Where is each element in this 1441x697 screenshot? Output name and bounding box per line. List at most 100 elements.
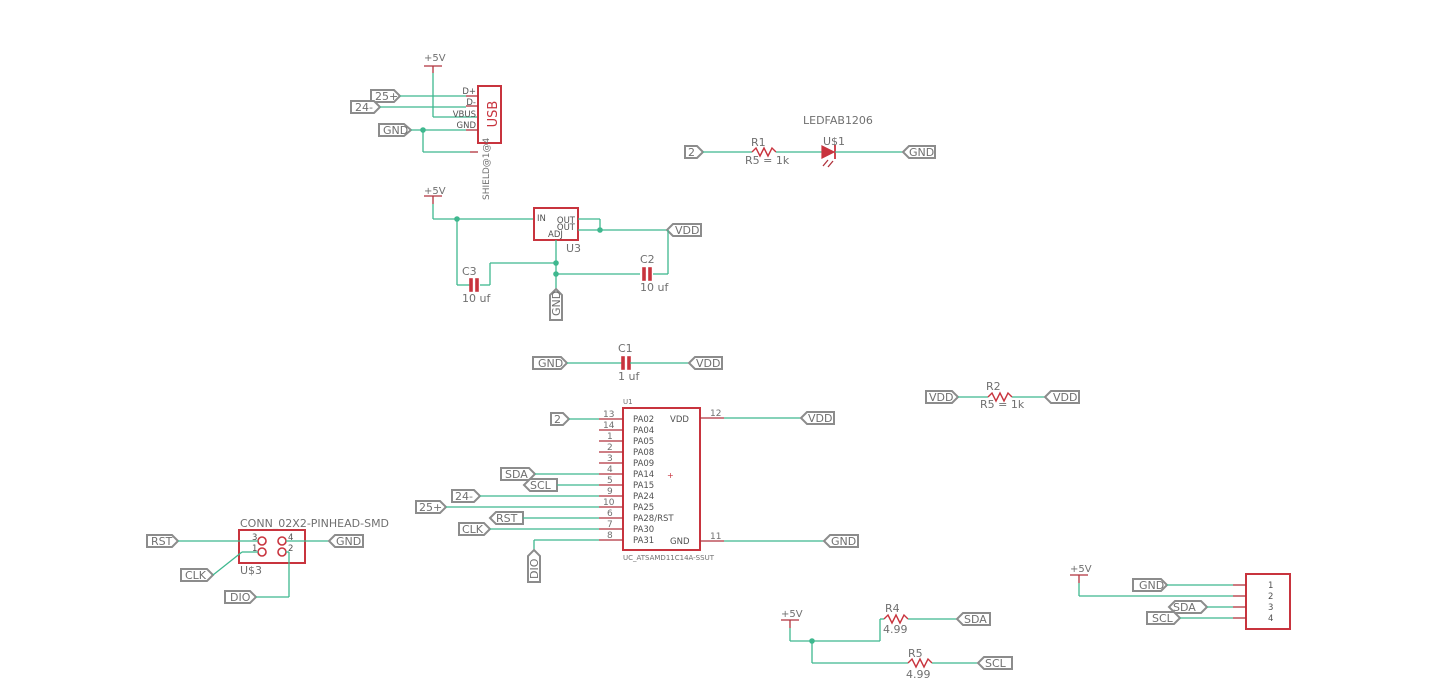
net-label-gnd-header: GND	[1132, 578, 1169, 592]
svg-text:DIO: DIO	[528, 558, 541, 579]
svg-text:VDD: VDD	[1053, 391, 1077, 404]
svg-text:2: 2	[554, 413, 561, 426]
svg-text:R5 = 1k: R5 = 1k	[745, 154, 790, 167]
i2c-header-section: +5V 1 2 3 4 GND SDA SCL	[1070, 564, 1291, 630]
svg-text:+5V: +5V	[1070, 564, 1092, 575]
svg-text:DIO: DIO	[230, 591, 251, 604]
net-label-clk-conn: CLK	[180, 568, 215, 582]
led-symbol	[821, 145, 836, 168]
svg-text:1 uf: 1 uf	[618, 370, 640, 383]
svg-text:OUT: OUT	[557, 223, 576, 233]
net-label-vdd-mcu: VDD	[799, 411, 835, 425]
svg-text:SDA: SDA	[964, 613, 987, 626]
net-label-vdd-r2-left: VDD	[925, 390, 960, 404]
led-section: 2 R1 R5 = 1k LEDFAB1206 U$1 GND	[684, 114, 936, 168]
svg-text:2: 2	[1268, 592, 1273, 602]
svg-text:CLK: CLK	[462, 523, 484, 536]
net-label-vdd-r2-right: VDD	[1043, 390, 1080, 404]
svg-text:PA05: PA05	[633, 437, 654, 447]
svg-text:GND: GND	[1139, 579, 1164, 592]
svg-text:13: 13	[603, 410, 614, 420]
svg-text:U1: U1	[623, 398, 633, 406]
svg-text:2: 2	[288, 544, 293, 554]
usb-section: +5V USB SHIELD@1@4 D+ D- VBUS GND 25+ 24…	[350, 53, 502, 200]
net-label-2-led: 2	[684, 145, 705, 159]
usb-name: USB	[486, 101, 501, 128]
mcu-symbol	[622, 407, 701, 551]
net-label-vdd-regulator: VDD	[665, 223, 702, 237]
svg-text:GND: GND	[909, 146, 934, 159]
net-label-rst-conn: RST	[146, 534, 180, 548]
svg-text:R4: R4	[885, 602, 900, 615]
svg-text:14: 14	[603, 421, 615, 431]
svg-text:PA25: PA25	[633, 503, 654, 513]
svg-text:GND: GND	[538, 357, 563, 370]
svg-text:9: 9	[607, 487, 613, 497]
svg-text:ADJ: ADJ	[548, 230, 563, 240]
svg-text:VDD: VDD	[675, 224, 699, 237]
svg-text:GND: GND	[550, 291, 563, 316]
svg-text:PA31: PA31	[633, 536, 654, 546]
usb-pin-vbus: VBUS	[453, 110, 476, 120]
svg-text:GND: GND	[831, 535, 856, 548]
svg-text:2: 2	[607, 443, 613, 453]
svg-text:VDD: VDD	[929, 391, 953, 404]
svg-text:SDA: SDA	[1173, 601, 1196, 614]
svg-text:RST: RST	[151, 535, 173, 548]
svg-text:1: 1	[1268, 581, 1273, 591]
usb-pin-dminus: D-	[466, 98, 476, 108]
svg-text:PA04: PA04	[633, 426, 654, 436]
power-label: +5V	[424, 53, 446, 64]
svg-text:PA09: PA09	[633, 459, 654, 469]
svg-text:PA14: PA14	[633, 470, 654, 480]
svg-text:11: 11	[710, 532, 721, 542]
mcu-part-name: UC_ATSAMD11C14A-SSUT	[623, 554, 715, 562]
svg-text:PA08: PA08	[633, 448, 654, 458]
net-label-dio-conn: DIO	[224, 590, 258, 604]
svg-text:7: 7	[607, 520, 613, 530]
svg-text:SCL: SCL	[530, 479, 552, 492]
usb-pin-dplus: D+	[462, 87, 476, 97]
header-symbol	[1245, 573, 1291, 630]
net-label-24minus: 24-	[350, 100, 382, 114]
capacitor-c3: C3 10 uf	[462, 265, 491, 305]
usb-pin-gnd: GND	[457, 121, 477, 131]
net-label-clk-mcu: CLK	[458, 522, 492, 536]
power-symbol-regulator: +5V	[424, 186, 446, 204]
pullup-section: +5V R4 4.99 SDA R5 4.99 SCL	[781, 602, 1013, 681]
svg-text:SDA: SDA	[505, 468, 528, 481]
regulator-name: U3	[566, 242, 581, 255]
svg-text:PA30: PA30	[633, 525, 654, 535]
svg-text:VDD: VDD	[808, 412, 832, 425]
net-label-rst-mcu: RST	[488, 511, 524, 525]
svg-text:VDD: VDD	[696, 357, 720, 370]
decoupling-section: GND C1 1 uf VDD	[532, 342, 723, 383]
svg-text:SCL: SCL	[985, 657, 1007, 670]
svg-text:5: 5	[607, 476, 613, 486]
net-label-vdd-c1: VDD	[687, 356, 723, 370]
net-label-sda-mcu: SDA	[500, 467, 537, 481]
net-label-25plus-mcu: 25+	[415, 500, 448, 514]
svg-text:RST: RST	[496, 512, 518, 525]
svg-text:3: 3	[1268, 603, 1273, 613]
svg-text:24-: 24-	[355, 101, 373, 114]
net-label-2-mcu: 2	[550, 412, 571, 426]
svg-text:R1: R1	[751, 136, 766, 149]
svg-text:6: 6	[607, 509, 613, 519]
svg-text:C1: C1	[618, 342, 633, 355]
svg-text:8: 8	[607, 531, 613, 541]
resistor-r5	[907, 657, 933, 669]
svg-text:25+: 25+	[419, 501, 442, 514]
resistor-r4	[883, 613, 909, 625]
net-label-gnd-led: GND	[901, 145, 936, 159]
net-label-scl-header: SCL	[1146, 611, 1182, 625]
led-name: U$1	[823, 135, 845, 148]
connector-symbol	[238, 529, 306, 564]
svg-text:4.99: 4.99	[906, 668, 931, 681]
svg-text:OUT: OUT	[557, 216, 576, 226]
svg-text:2: 2	[688, 146, 695, 159]
svg-text:R2: R2	[986, 380, 1001, 393]
svg-text:4: 4	[1268, 614, 1273, 624]
